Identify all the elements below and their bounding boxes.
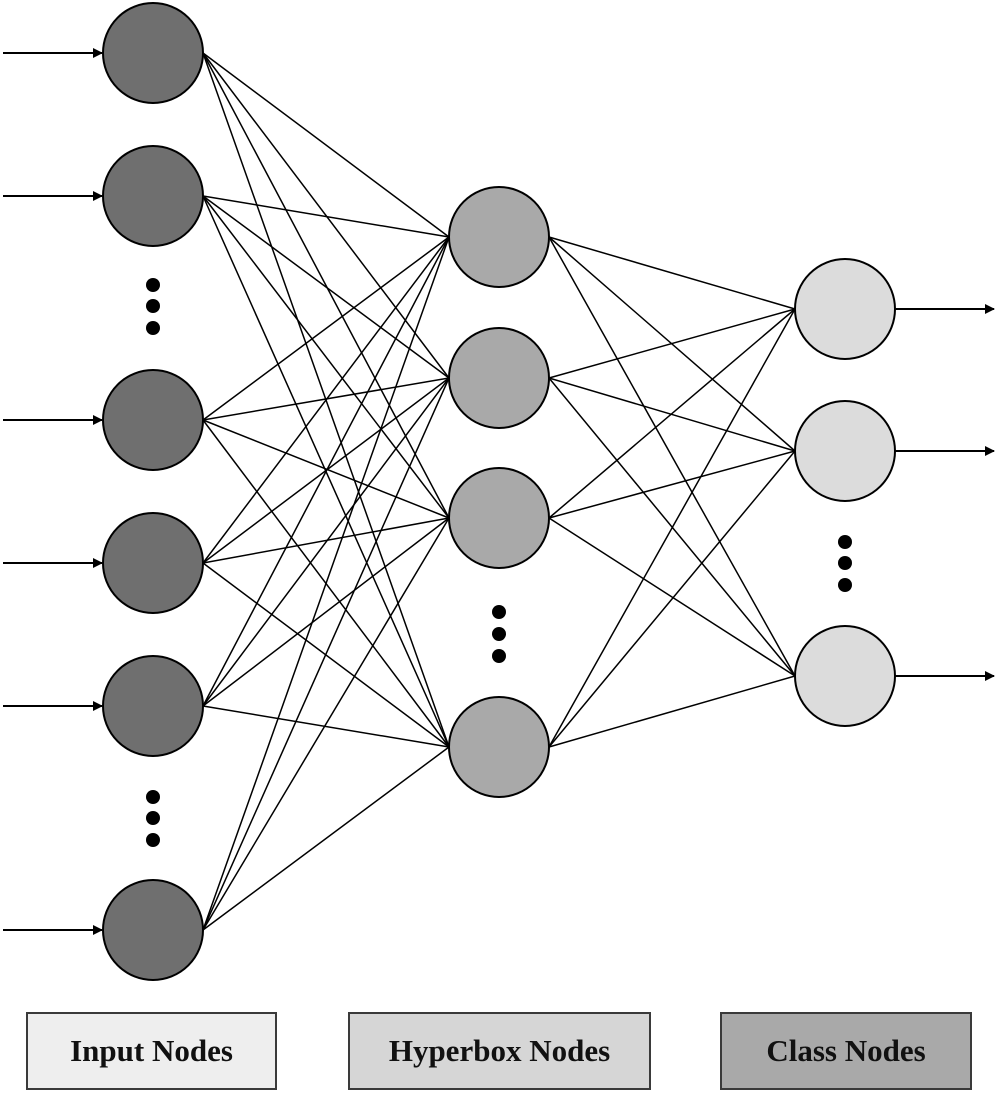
- hyperbox-class-edge: [548, 308, 796, 748]
- hyperbox-class-edge: [548, 675, 796, 748]
- input-hyperbox-edge: [202, 517, 450, 707]
- input-hyperbox-edge: [202, 195, 450, 519]
- hyperbox-node: [448, 696, 550, 798]
- hyperbox-node: [448, 186, 550, 288]
- class-node: [794, 400, 896, 502]
- hyperbox-class-edge: [548, 308, 796, 379]
- ellipsis-group: [146, 278, 852, 847]
- legend-input-nodes: Input Nodes: [26, 1012, 277, 1090]
- input-hyperbox-edge: [202, 236, 450, 707]
- legend-class-nodes: Class Nodes: [720, 1012, 972, 1090]
- input-hyperbox-edge: [202, 517, 450, 931]
- hyperbox-ellipsis-dot: [492, 627, 506, 641]
- input-ellipsis-lower-dot: [146, 833, 160, 847]
- hyperbox-node: [448, 327, 550, 429]
- input-hyperbox-edge: [202, 236, 450, 564]
- hyperbox-ellipsis-dot: [492, 605, 506, 619]
- legend-input-label: Input Nodes: [70, 1033, 233, 1068]
- hyperbox-class-edge: [548, 450, 796, 748]
- input-hyperbox-edge: [202, 705, 450, 748]
- hyperbox-class-edge: [548, 377, 796, 452]
- input-hyperbox-edge: [202, 377, 450, 707]
- legend-hyperbox-label: Hyperbox Nodes: [388, 1033, 611, 1068]
- class-ellipsis-dot: [838, 535, 852, 549]
- input-ellipsis-upper-dot: [146, 278, 160, 292]
- hyperbox-class-edge: [548, 517, 796, 677]
- hyperbox-class-edge: [548, 450, 796, 519]
- input-node: [102, 879, 204, 981]
- hyperbox-node: [448, 467, 550, 569]
- legend-class-label: Class Nodes: [766, 1033, 926, 1068]
- input-hyperbox-edge: [202, 517, 450, 564]
- input-ellipsis-upper-dot: [146, 321, 160, 335]
- hyperbox-ellipsis-dot: [492, 649, 506, 663]
- input-ellipsis-lower-dot: [146, 811, 160, 825]
- input-hyperbox-edge: [202, 52, 450, 379]
- input-node: [102, 2, 204, 104]
- class-node: [794, 625, 896, 727]
- input-hyperbox-edge: [202, 746, 450, 931]
- neural-network-diagram: [3, 2, 995, 981]
- hyperbox-class-edge: [548, 236, 796, 677]
- legend-hyperbox-nodes: Hyperbox Nodes: [348, 1012, 651, 1090]
- input-ellipsis-lower-dot: [146, 790, 160, 804]
- class-ellipsis-dot: [838, 556, 852, 570]
- hyperbox-class-edge: [548, 308, 796, 519]
- input-hyperbox-edge: [202, 236, 450, 931]
- hyperbox-class-edge: [548, 236, 796, 310]
- input-node: [102, 145, 204, 247]
- class-node: [794, 258, 896, 360]
- input-hyperbox-edge: [202, 195, 450, 238]
- input-node: [102, 512, 204, 614]
- input-node: [102, 369, 204, 471]
- input-hyperbox-edge: [202, 377, 450, 931]
- input-hyperbox-edge: [202, 52, 450, 238]
- input-hyperbox-edge: [202, 52, 450, 519]
- input-hyperbox-edge: [202, 195, 450, 379]
- input-ellipsis-upper-dot: [146, 299, 160, 313]
- class-ellipsis-dot: [838, 578, 852, 592]
- nodes-group: [102, 2, 896, 981]
- input-node: [102, 655, 204, 757]
- connections-group: [202, 52, 796, 931]
- arrows-group: [3, 48, 995, 935]
- input-hyperbox-edge: [202, 236, 450, 421]
- input-hyperbox-edge: [202, 419, 450, 519]
